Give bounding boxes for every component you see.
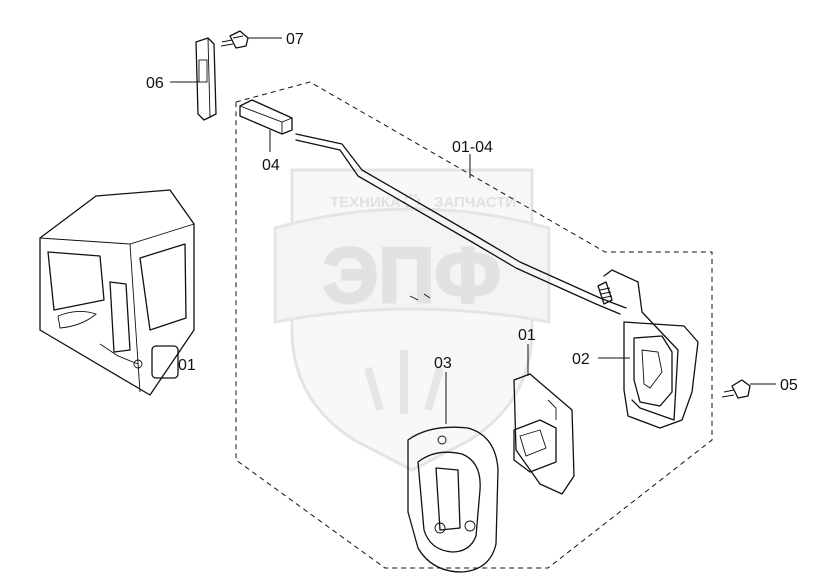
lock-housing-02: [597, 269, 699, 429]
label-04: 04: [262, 157, 280, 174]
label-05: 05: [780, 377, 798, 394]
assembly-boundary: [235, 81, 713, 569]
label-07: 07: [286, 31, 304, 48]
escutcheon-03: [407, 426, 499, 573]
grip-04: [239, 99, 293, 135]
lock-assembly-01: [513, 373, 575, 495]
label-01: 01: [518, 327, 536, 344]
bolt-07: [220, 30, 249, 49]
wheat-icon: [364, 350, 444, 414]
latch-plate-06: [195, 37, 217, 121]
label-03: 03: [434, 355, 452, 372]
label-02: 02: [572, 351, 590, 368]
watermark-right-word: ЗАПЧАСТИ: [434, 194, 516, 211]
watermark-banner: [273, 207, 551, 324]
cab-illustration: 01: [39, 189, 196, 396]
label-06: 06: [146, 75, 164, 92]
lock-rod-01-04: [295, 133, 627, 315]
watermark: ТЕХНИКА ЗАПЧАСТИ ЭПФ: [273, 168, 551, 472]
watermark-brand: ЭПФ: [323, 231, 501, 319]
bolt-05: [721, 379, 751, 399]
label-01-04: 01-04: [452, 139, 493, 156]
watermark-left-word: ТЕХНИКА: [330, 194, 401, 211]
gear-icon: [403, 193, 421, 211]
cab-label: 01: [178, 357, 196, 374]
